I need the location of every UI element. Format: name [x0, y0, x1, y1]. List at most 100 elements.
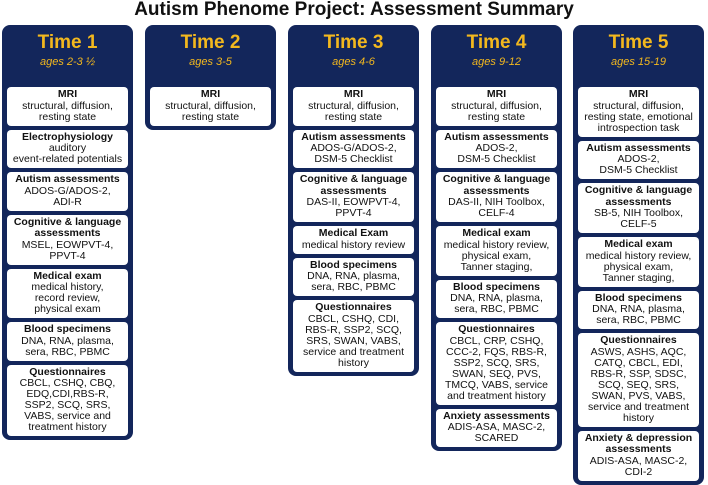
assessment-card-body: ADIS-ASA, MASC-2, SCARED [447, 421, 546, 444]
assessment-card-title: Questionnaires [458, 323, 535, 335]
assessment-card-body: medical history review [301, 238, 406, 251]
assessment-card-body: medical history review, physical exam, T… [585, 249, 692, 284]
assessment-card-body: ASWS, ASHS, AQC, CATQ, CBCL, EDI, RBS-R,… [588, 345, 689, 424]
timepoint-label: Time 4 [466, 32, 527, 53]
assessment-card-body: auditory event-related potentials [12, 142, 123, 165]
assessment-card-title: Blood specimens [453, 280, 540, 293]
assessment-card-body: CBCL, CRP, CSHQ, CCC-2, FQS, RBS-R, SSP2… [444, 334, 549, 402]
timepoint-label: Time 2 [180, 32, 241, 53]
timepoint-label: Time 3 [323, 32, 384, 53]
timepoint-header: Time 1 ages 2-3 ½ [2, 25, 133, 83]
assessment-card-title: Medical exam [462, 227, 531, 239]
assessment-card-body: ADOS-2, DSM-5 Checklist [599, 153, 678, 176]
age-range-label: ages 9-12 [472, 56, 521, 68]
assessment-card-title: Anxiety & depression assessments [584, 431, 693, 455]
assessment-card-title: Cognitive & language assessments [584, 184, 693, 208]
assessment-card-title: MRI [486, 88, 507, 100]
assessment-card-title: MRI [343, 88, 364, 100]
assessment-card-title: Medical Exam [318, 227, 389, 239]
assessment-card-title: Electrophysiology [21, 130, 114, 143]
age-range-label: ages 4-6 [332, 56, 375, 68]
timepoint-header: Time 5 ages 15-19 [573, 25, 704, 83]
timepoint-header: Time 4 ages 9-12 [431, 25, 562, 83]
assessment-card-title: Questionnaires [315, 301, 392, 313]
assessment-card-title: Autism assessments [15, 173, 120, 185]
assessment-card-body: ADIS-ASA, MASC-2, CDI-2 [589, 454, 688, 478]
assessment-card-title: Blood specimens [595, 291, 682, 304]
age-range-label: ages 2-3 ½ [39, 56, 96, 68]
assessment-card-body: DAS-II, EOWPVT-4, PPVT-4 [306, 196, 401, 219]
page-title: Autism Phenome Project: Assessment Summa… [134, 0, 574, 20]
assessment-card-body: medical history, record review, physical… [31, 281, 104, 315]
assessment-card-body: structural, diffusion, resting state, em… [584, 99, 693, 134]
assessment-card-title: MRI [200, 88, 221, 100]
timepoint-header: Time 2 ages 3-5 [145, 25, 276, 83]
timepoint-label: Time 1 [37, 32, 98, 53]
assessment-card-body: CBCL, CSHQ, CDI, RBS-R, SSP2, SCQ, SRS, … [303, 312, 404, 369]
assessment-card-body: DNA, RNA, plasma, sera, RBC, PBMC [592, 303, 685, 326]
timepoint-label: Time 5 [608, 32, 669, 53]
assessment-card-title: Questionnaires [600, 334, 677, 346]
assessment-card-title: MRI [57, 88, 78, 100]
assessment-card-body: structural, diffusion, resting state [451, 99, 542, 123]
assessment-card-body: DNA, RNA, plasma, sera, RBC, PBMC [21, 334, 114, 358]
assessment-card-title: Blood specimens [310, 258, 397, 271]
assessment-card-body: CBCL, CSHQ, CBQ, EDQ,CDI,RBS-R, SSP2, SC… [19, 377, 116, 433]
assessment-card-title: Autism assessments [301, 130, 406, 143]
assessment-card-body: structural, diffusion, resting state [22, 99, 113, 123]
assessment-card-title: Autism assessments [586, 141, 691, 154]
age-range-label: ages 3-5 [189, 56, 232, 68]
assessment-card-title: Anxiety assessments [443, 409, 550, 422]
assessment-card-title: Medical exam [33, 269, 102, 282]
timepoint-header: Time 3 ages 4-6 [288, 25, 419, 83]
assessment-card-title: Medical exam [604, 238, 673, 250]
assessment-card-title: Autism assessments [444, 130, 549, 143]
assessment-card-title: Blood specimens [24, 323, 111, 335]
assessment-card-body: DNA, RNA, plasma, sera, RBC, PBMC [307, 270, 400, 293]
assessment-card-body: medical history review, physical exam, T… [443, 238, 550, 273]
assessment-card-body: structural, diffusion, resting state [308, 99, 399, 123]
age-range-label: ages 15-19 [610, 56, 667, 68]
assessment-card-title: Questionnaires [29, 365, 106, 378]
assessment-card-title: Cognitive & language assessments [299, 173, 408, 197]
assessment-card-body: MSEL, EOWPVT-4, PPVT-4 [21, 238, 114, 262]
assessment-card-body: SB-5, NIH Toolbox, CELF-5 [593, 207, 684, 230]
assessment-card-body: ADOS-G/ADOS-2, DSM-5 Checklist [310, 142, 397, 165]
assessment-card-body: ADOS-G/ADOS-2, ADI-R [24, 184, 111, 208]
assessment-card-body: DNA, RNA, plasma, sera, RBC, PBMC [450, 292, 543, 315]
assessment-card-body: ADOS-2, DSM-5 Checklist [457, 142, 536, 165]
assessment-card-title: Cognitive & language assessments [13, 215, 122, 239]
assessment-card-title: Cognitive & language assessments [442, 173, 551, 197]
assessment-card-body: DAS-II, NIH Toolbox, CELF-4 [448, 196, 545, 219]
